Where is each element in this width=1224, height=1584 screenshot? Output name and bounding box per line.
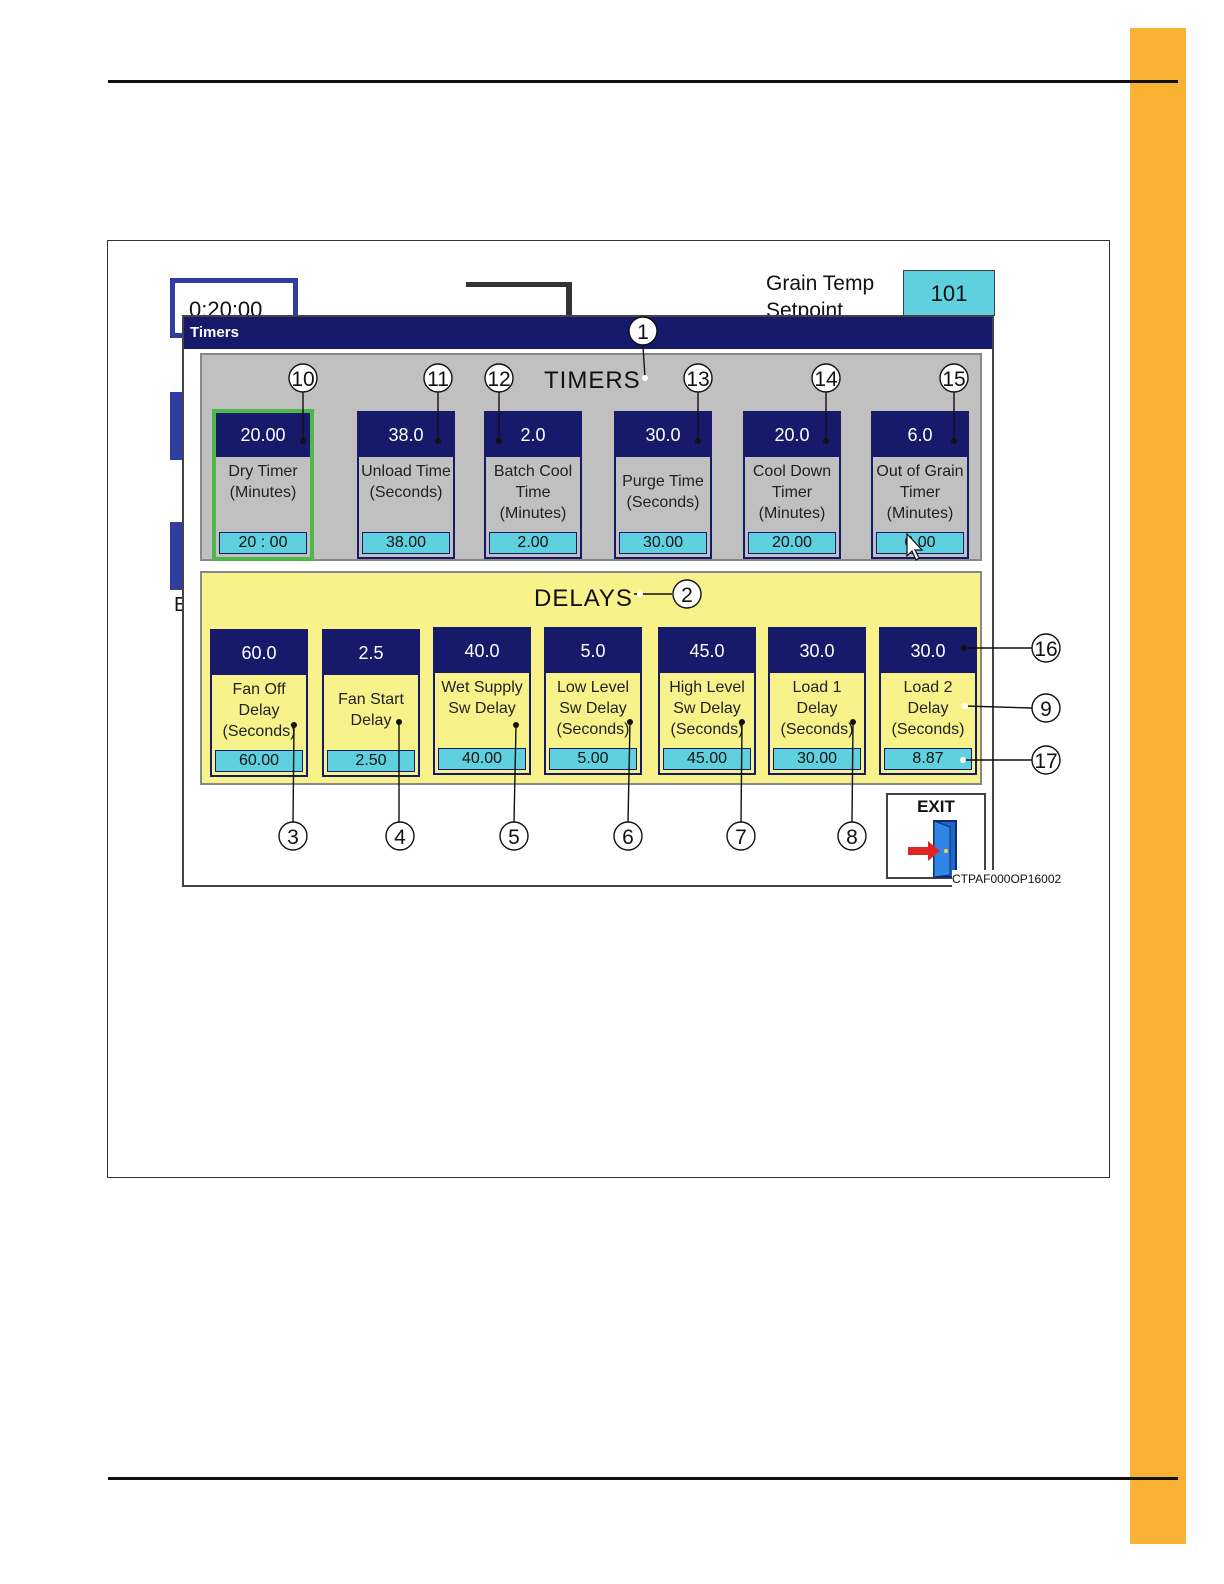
delay-setpoint[interactable]: 5.0 [546, 629, 640, 673]
delay-setpoint[interactable]: 60.0 [212, 631, 306, 675]
grain-temp-setpoint-field[interactable]: 101 [903, 270, 995, 316]
delay-actual: 45.00 [663, 748, 751, 770]
timer-setpoint[interactable]: 2.0 [486, 413, 580, 457]
figure-frame [107, 240, 1110, 1178]
delay-tile[interactable]: 2.5 Fan Start Delay 2.50 [322, 629, 420, 777]
exit-button[interactable]: EXIT [886, 793, 986, 879]
delay-tile[interactable]: 30.0 Load 2 Delay (Seconds) 8.87 [879, 627, 977, 775]
callout-11: 11 [427, 368, 449, 391]
delay-actual: 40.00 [438, 748, 526, 770]
timer-tile[interactable]: 20.0 Cool Down Timer (Minutes) 20.00 [743, 411, 841, 559]
timer-actual: 38.00 [362, 532, 450, 554]
delays-heading: DELAYS [534, 585, 633, 612]
footer-rule [108, 1477, 1178, 1480]
callout-15: 15 [942, 368, 965, 391]
callout-3: 3 [287, 826, 299, 849]
callout-14: 14 [814, 368, 838, 391]
callout-10: 10 [291, 368, 314, 391]
timer-label: Purge Time (Seconds) [622, 473, 704, 511]
delay-setpoint[interactable]: 30.0 [881, 629, 975, 673]
delay-label: Fan Off Delay (Seconds) [222, 681, 296, 740]
header-rule [108, 80, 1178, 83]
timer-label: Cool Down Timer (Minutes) [752, 463, 832, 522]
callout-12: 12 [487, 368, 510, 391]
timer-tile[interactable]: 20.00 Dry Timer (Minutes) 20 : 00 [212, 409, 314, 561]
delay-label: Load 2 Delay (Seconds) [891, 679, 965, 738]
delay-tile[interactable]: 60.0 Fan Off Delay (Seconds) 60.00 [210, 629, 308, 777]
callout-4: 4 [394, 826, 406, 849]
section-side-tab [1130, 28, 1186, 1544]
timer-label: Unload Time (Seconds) [361, 463, 451, 501]
delay-setpoint[interactable]: 30.0 [770, 629, 864, 673]
timer-actual: 20.00 [748, 532, 836, 554]
delay-actual: 8.87 [884, 748, 972, 770]
figure-code: CTPAF000OP16002 [952, 870, 1072, 888]
timers-panel: TIMERS 20.00 Dry Timer (Minutes) 20 : 00… [200, 353, 982, 561]
timer-actual: 2.00 [489, 532, 577, 554]
delay-label: Fan Start Delay [338, 691, 404, 729]
timer-label: Out of Grain Timer (Minutes) [876, 463, 964, 522]
delay-tile[interactable]: 30.0 Load 1 Delay (Seconds) 30.00 [768, 627, 866, 775]
timer-tile[interactable]: 30.0 Purge Time (Seconds) 30.00 [614, 411, 712, 559]
delay-actual: 30.00 [773, 748, 861, 770]
dialog-title: Timers [184, 317, 992, 349]
delay-setpoint[interactable]: 40.0 [435, 629, 529, 673]
delay-actual: 60.00 [215, 750, 303, 772]
delay-label: Low Level Sw Delay (Seconds) [556, 679, 630, 738]
timer-setpoint[interactable]: 6.0 [873, 413, 967, 457]
callout-16: 16 [1034, 638, 1057, 661]
timer-label: Dry Timer (Minutes) [228, 463, 298, 501]
grain-temp-label: Grain Temp Setpoint [766, 272, 875, 316]
delay-actual: 5.00 [549, 748, 637, 770]
delay-label: Load 1 Delay (Seconds) [780, 679, 854, 738]
background-duct [466, 282, 572, 323]
exit-label: EXIT [917, 797, 955, 816]
delay-tile[interactable]: 40.0 Wet Supply Sw Delay 40.00 [433, 627, 531, 775]
delay-actual: 2.50 [327, 750, 415, 772]
timer-setpoint[interactable]: 20.00 [216, 413, 310, 457]
delay-tile[interactable]: 45.0 High Level Sw Delay (Seconds) 45.00 [658, 627, 756, 775]
callout-17: 17 [1034, 750, 1057, 773]
timer-actual: 30.00 [619, 532, 707, 554]
callout-7: 7 [735, 826, 747, 849]
callout-8: 8 [846, 826, 858, 849]
callout-2: 2 [681, 584, 693, 607]
timer-setpoint[interactable]: 20.0 [745, 413, 839, 457]
timers-heading: TIMERS [544, 367, 641, 394]
delays-panel: DELAYS 60.0 Fan Off Delay (Seconds) 60.0… [200, 571, 982, 785]
timers-dialog: Timers TIMERS 20.00 Dry Timer (Minutes) … [182, 315, 994, 887]
timer-setpoint[interactable]: 30.0 [616, 413, 710, 457]
callout-13: 13 [686, 368, 709, 391]
callout-6: 6 [622, 826, 634, 849]
exit-door-icon [908, 820, 957, 878]
callout-9: 9 [1040, 698, 1052, 721]
timer-actual: 20 : 00 [219, 532, 307, 554]
delay-setpoint[interactable]: 2.5 [324, 631, 418, 675]
delay-setpoint[interactable]: 45.0 [660, 629, 754, 673]
callout-1: 1 [637, 321, 649, 344]
callout-5: 5 [508, 826, 520, 849]
delay-label: High Level Sw Delay (Seconds) [669, 679, 745, 738]
timer-label: Batch Cool Time (Minutes) [493, 463, 573, 522]
delay-label: Wet Supply Sw Delay [441, 679, 523, 717]
delay-tile[interactable]: 5.0 Low Level Sw Delay (Seconds) 5.00 [544, 627, 642, 775]
timer-tile[interactable]: 6.0 Out of Grain Timer (Minutes) 6.00 [871, 411, 969, 559]
background-button [170, 522, 184, 590]
background-button [170, 392, 184, 460]
mouse-cursor-icon [906, 532, 924, 561]
timer-tile[interactable]: 2.0 Batch Cool Time (Minutes) 2.00 [484, 411, 582, 559]
